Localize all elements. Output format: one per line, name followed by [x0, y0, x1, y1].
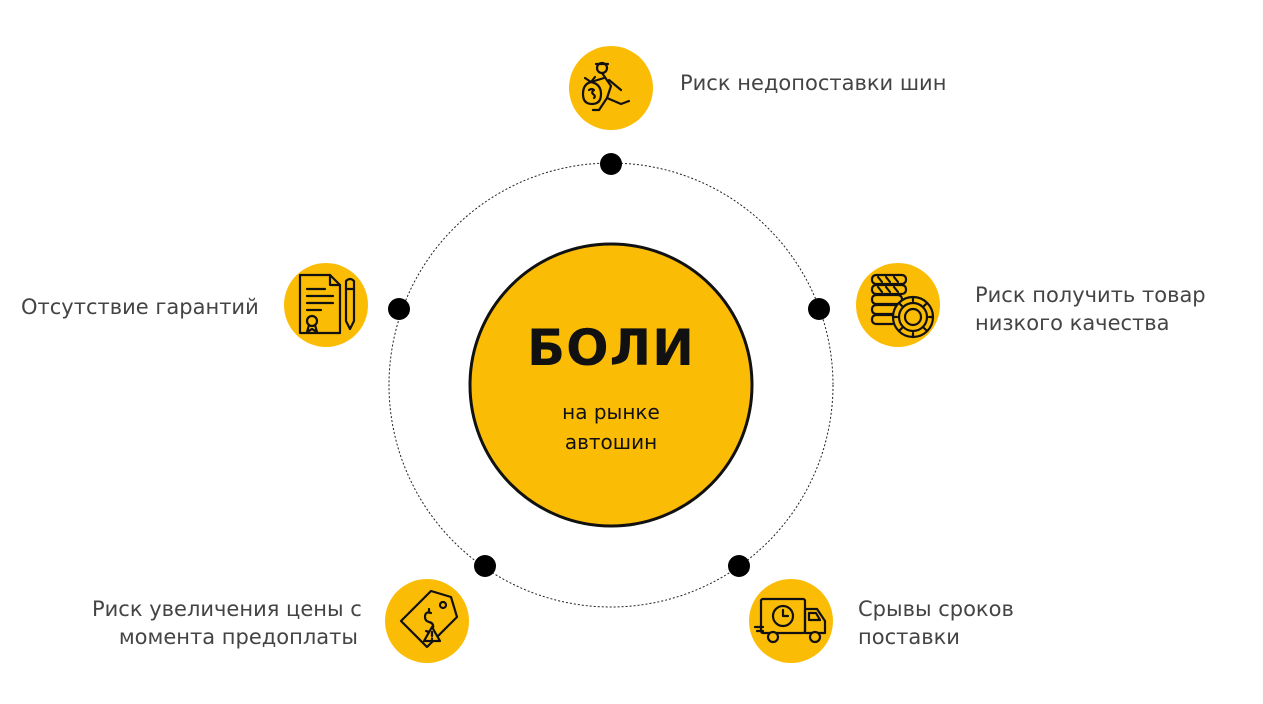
center-title: БОЛИ — [527, 319, 695, 377]
center-subtitle: на рынке автошин — [470, 397, 752, 457]
delivery-truck-clock-icon — [749, 579, 833, 663]
center-circle — [468, 242, 754, 528]
contract-document-icon — [284, 263, 368, 347]
center-subtitle-line2: автошин — [564, 430, 658, 454]
pain-label-3: Срывы сроков поставки — [858, 597, 1014, 649]
pain-label-4: Риск увеличения цены с момента предоплат… — [92, 597, 362, 649]
pain-label-5: Отсутствие гарантий — [21, 295, 259, 319]
tire-stack-icon — [856, 263, 940, 347]
thief-with-money-bag-icon — [569, 46, 653, 130]
ring-dot-left — [388, 298, 410, 320]
price-tag-warning-icon — [385, 579, 469, 663]
ring-dot-top — [600, 153, 622, 175]
center-subtitle-line1: на рынке — [562, 400, 660, 424]
ring-dot-bottom-right — [728, 555, 750, 577]
pain-label-1: Риск недопоставки шин — [680, 71, 947, 95]
pain-label-2: Риск получить товар низкого качества — [975, 283, 1206, 335]
ring-dot-right — [808, 298, 830, 320]
ring-dot-bottom-left — [474, 555, 496, 577]
